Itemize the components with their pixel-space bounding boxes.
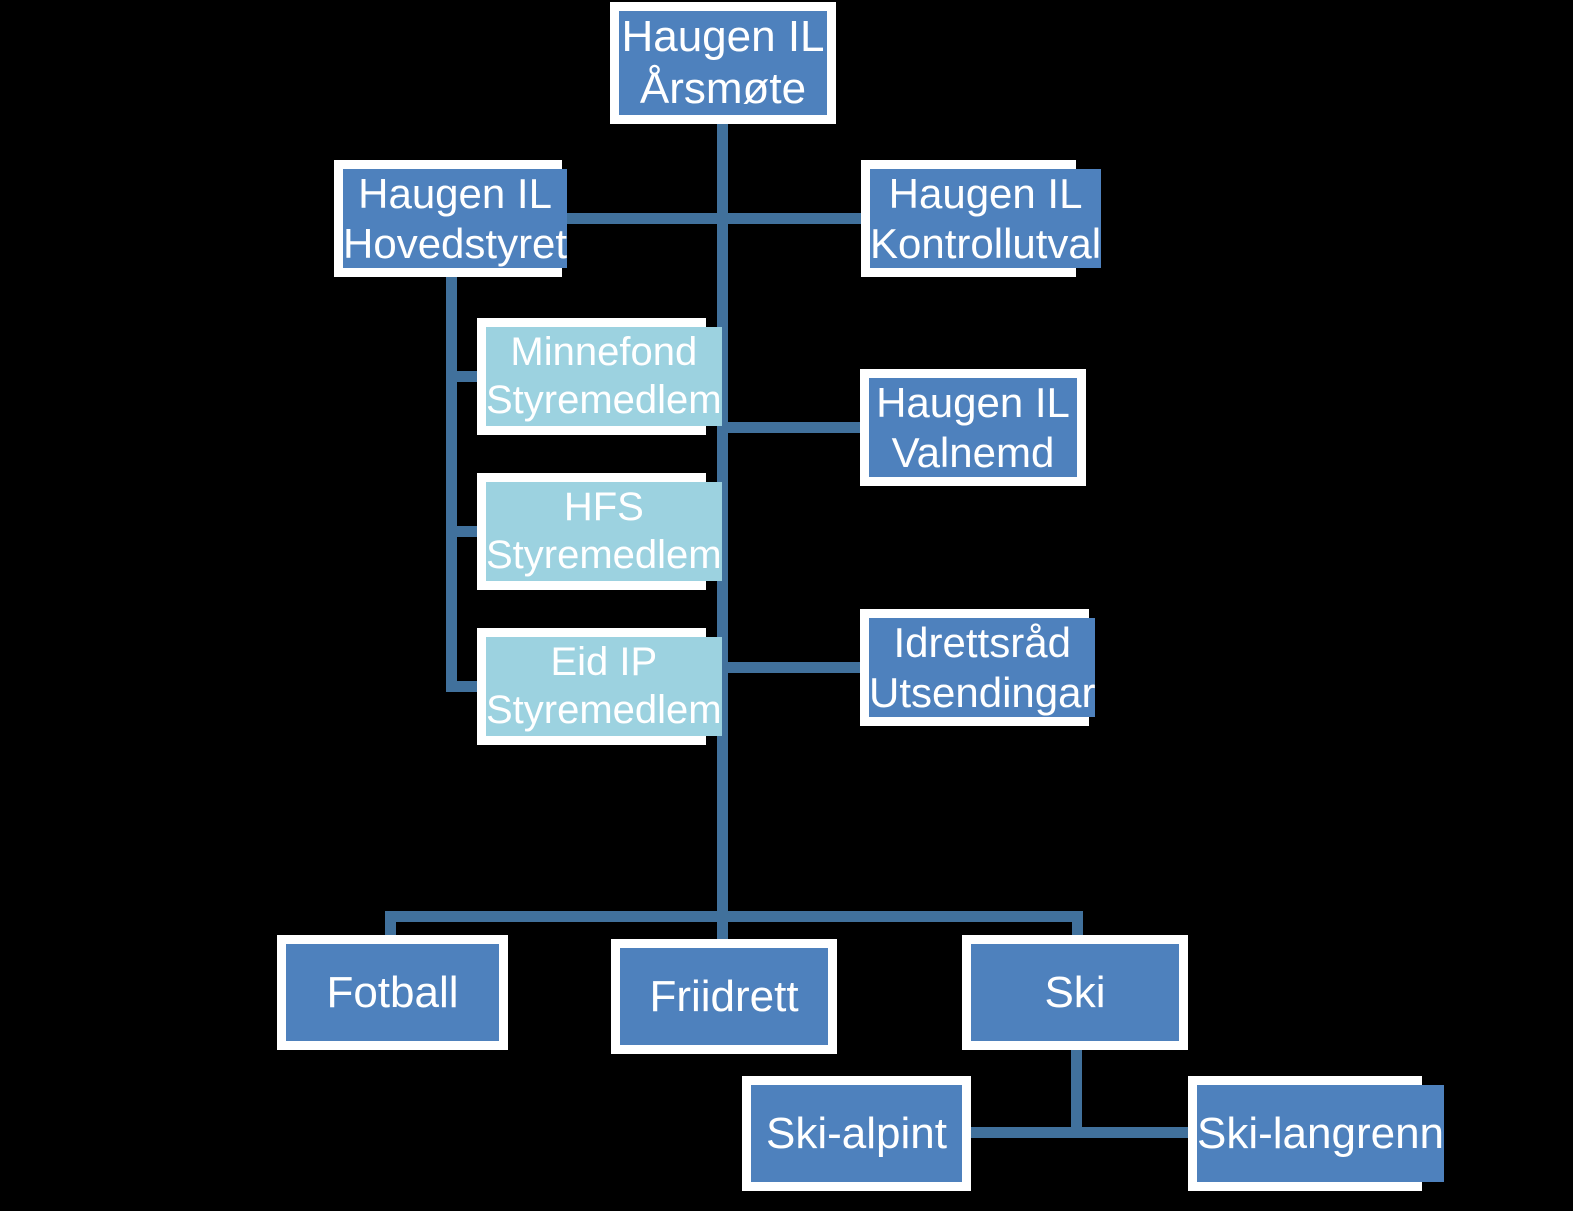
node-friidrett-label: Friidrett	[649, 971, 799, 1021]
connector-hovedstyret-kontrollutval	[556, 213, 866, 224]
connector-trunk-valnemd	[717, 422, 869, 433]
node-hovedstyret-fill: Haugen IL Hovedstyret	[343, 169, 568, 268]
node-fotball[interactable]: Fotball	[277, 935, 508, 1050]
connector-ski-subbus	[960, 1127, 1195, 1138]
node-hfs[interactable]: HFS Styremedlem	[477, 473, 722, 590]
node-ski-langrenn-label: Ski-langrenn	[1197, 1108, 1445, 1158]
connector-stub-eidip	[446, 681, 488, 692]
node-arsmote-line2: Årsmøte	[639, 64, 807, 113]
node-idrettsrad-line2: Utsendingar	[869, 668, 1096, 716]
node-fotball-label: Fotball	[326, 967, 459, 1017]
node-ski-alpint-fill: Ski-alpint	[751, 1085, 962, 1182]
node-hfs-line2: Styremedlem	[486, 532, 722, 577]
node-hfs-line1: HFS	[563, 485, 644, 530]
connector-hovedstyret-spine	[446, 272, 457, 692]
connector-bottom-bus	[385, 911, 1083, 922]
node-ski-alpint-label: Ski-alpint	[766, 1108, 947, 1158]
connector-drop-fotball	[385, 911, 396, 945]
node-ski-label: Ski	[1044, 967, 1106, 1017]
node-minnefond-line1: Minnefond	[510, 330, 698, 375]
node-eid-ip-line1: Eid IP	[550, 640, 658, 685]
node-eid-ip[interactable]: Eid IP Styremedlem	[477, 628, 722, 745]
node-hovedstyret-line1: Haugen IL	[358, 169, 552, 217]
node-hfs-fill: HFS Styremedlem	[486, 482, 722, 581]
node-ski[interactable]: Ski	[962, 935, 1188, 1050]
connector-trunk-main	[717, 122, 728, 922]
node-kontrollutval-line1: Haugen IL	[888, 169, 1083, 217]
connector-stub-minnefond	[446, 371, 488, 382]
node-valnemd[interactable]: Haugen IL Valnemd	[860, 369, 1086, 486]
connector-drop-ski	[1072, 911, 1083, 945]
node-kontrollutval-line2: Kontrollutval	[870, 219, 1102, 267]
node-ski-alpint[interactable]: Ski-alpint	[742, 1076, 971, 1191]
node-valnemd-line1: Haugen IL	[876, 378, 1070, 426]
connector-trunk-idrettsrad	[717, 662, 869, 673]
node-hovedstyret-line2: Hovedstyret	[343, 219, 568, 267]
node-hovedstyret[interactable]: Haugen IL Hovedstyret	[334, 160, 568, 277]
node-kontrollutval[interactable]: Haugen IL Kontrollutval	[861, 160, 1102, 277]
connector-ski-stem	[1071, 1043, 1082, 1138]
node-arsmote[interactable]: Haugen IL Årsmøte	[610, 2, 836, 124]
node-idrettsrad[interactable]: Idrettsråd Utsendingar	[860, 609, 1096, 726]
node-idrettsrad-fill: Idrettsråd Utsendingar	[869, 618, 1096, 717]
node-ski-langrenn[interactable]: Ski-langrenn	[1188, 1076, 1445, 1191]
node-arsmote-line1: Haugen IL	[621, 12, 825, 62]
node-friidrett[interactable]: Friidrett	[611, 939, 837, 1054]
node-ski-langrenn-fill: Ski-langrenn	[1197, 1085, 1445, 1182]
connector-drop-friidrett	[717, 911, 728, 945]
node-minnefond-line2: Styremedlem	[486, 377, 722, 422]
node-eid-ip-line2: Styremedlem	[486, 687, 722, 732]
node-idrettsrad-line1: Idrettsråd	[893, 618, 1071, 666]
node-valnemd-fill: Haugen IL Valnemd	[869, 378, 1077, 477]
node-kontrollutval-fill: Haugen IL Kontrollutval	[870, 169, 1102, 268]
node-ski-fill: Ski	[971, 944, 1179, 1041]
node-friidrett-fill: Friidrett	[620, 948, 828, 1045]
connector-stub-hfs	[446, 526, 488, 537]
node-minnefond[interactable]: Minnefond Styremedlem	[477, 318, 722, 435]
node-arsmote-fill: Haugen IL Årsmøte	[619, 11, 827, 115]
node-minnefond-fill: Minnefond Styremedlem	[486, 327, 722, 426]
node-fotball-fill: Fotball	[286, 944, 499, 1041]
node-eid-ip-fill: Eid IP Styremedlem	[486, 637, 722, 736]
node-valnemd-line2: Valnemd	[891, 428, 1055, 476]
